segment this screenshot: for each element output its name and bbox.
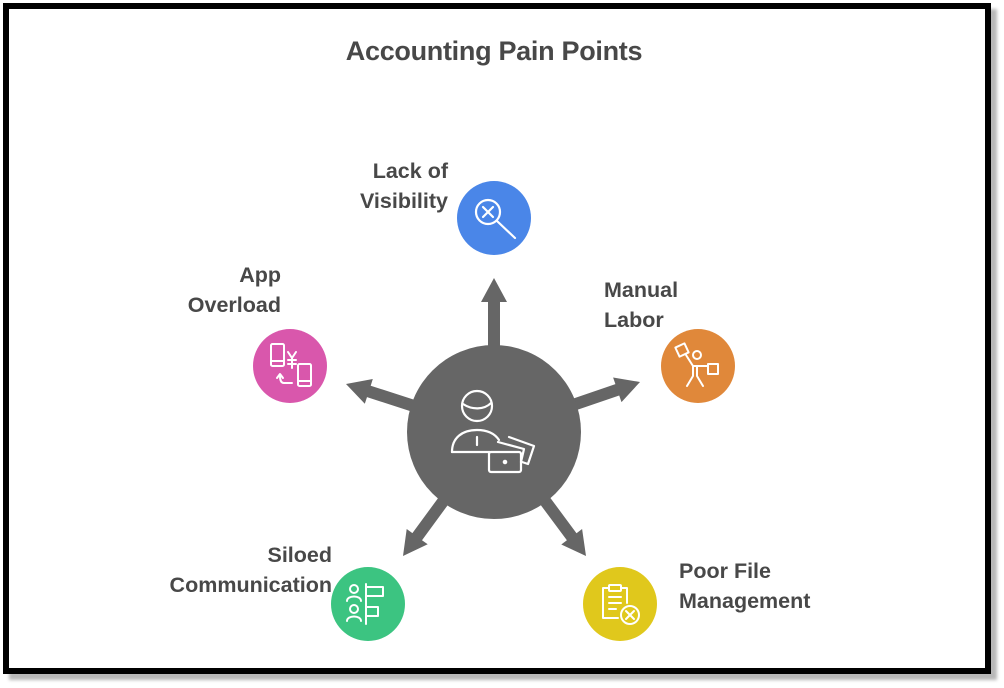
label-line-2: Overload xyxy=(187,293,281,317)
app-overload-label: App Overload xyxy=(150,260,281,320)
siloed-communication-node xyxy=(331,567,405,641)
label-line-1: Siloed xyxy=(267,543,332,567)
siloed-communication-label: Siloed Communication xyxy=(130,540,332,600)
label-line-1: Poor File xyxy=(679,559,771,583)
lack-of-visibility-node xyxy=(457,181,531,255)
phone-transfer-icon xyxy=(270,343,312,387)
label-line-2: Management xyxy=(679,589,811,613)
people-flags-icon xyxy=(346,583,384,625)
accountant-with-laptop-icon xyxy=(450,389,536,474)
center-hub xyxy=(407,345,581,519)
app-overload-node xyxy=(253,329,327,403)
siloed-communication-circle xyxy=(331,567,405,641)
label-line-2: Communication xyxy=(169,573,332,597)
poor-file-management-label: Poor File Management xyxy=(679,556,849,616)
label-line-1: App xyxy=(239,263,281,287)
label-line-1: Manual xyxy=(604,278,679,302)
label-line-1: Lack of xyxy=(372,159,448,183)
lack-of-visibility-label: Lack of Visibility xyxy=(340,156,448,216)
label-line-2: Visibility xyxy=(359,189,448,213)
lack-of-visibility-circle xyxy=(457,181,531,255)
poor-file-management-node xyxy=(583,567,657,641)
diagram-title: Accounting Pain Points xyxy=(345,36,643,66)
juggling-worker-icon xyxy=(674,342,719,387)
clipboard-x-icon xyxy=(602,584,640,625)
manual-labor-label: Manual Labor xyxy=(604,275,744,335)
magnifier-x-icon xyxy=(474,198,517,240)
manual-labor-node xyxy=(661,329,735,403)
app-overload-circle xyxy=(253,329,327,403)
label-line-2: Labor xyxy=(604,308,664,332)
